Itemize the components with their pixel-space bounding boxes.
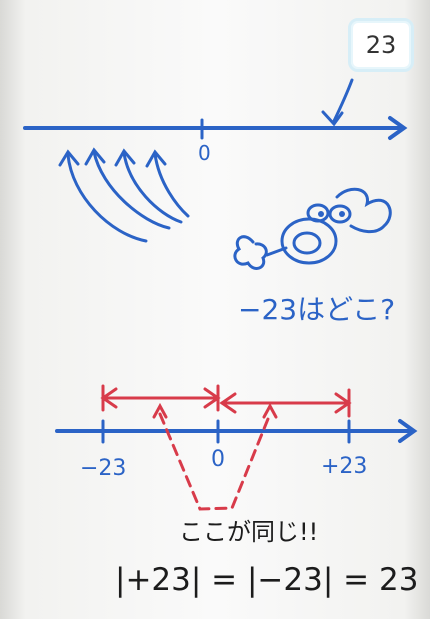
value-card: 23 [348,18,414,72]
character-tail [233,235,268,270]
character-mouth [292,231,322,255]
negative-arrow-4 [153,152,190,218]
zero-label: 0 [211,447,225,472]
negative-arrow-2 [92,150,171,230]
character-right-eye [328,204,352,224]
same-place-note: ここが同じ!! [179,518,318,546]
left-pointer-head [152,402,168,419]
bottom-number-line-arrowhead [398,419,418,443]
character-left-eye [306,203,330,223]
negative-arrow-1-head [58,149,80,167]
card-pointer-arrowhead [321,110,344,127]
negative-arrow-3-head [114,148,136,167]
right-distance-left-arrowhead [219,392,237,414]
character-hair [335,187,392,234]
character-left-pupil [318,211,324,217]
minus-23-label: −23 [80,456,126,481]
plus-23-label: +23 [321,454,367,479]
negative-arrow-3 [122,151,183,224]
negative-arrow-1 [66,153,148,243]
same-distance-pointer [158,412,272,511]
character-right-pupil [339,211,345,217]
top-number-line-arrowhead [388,116,408,140]
question-text: −23はどこ? [238,293,395,326]
negative-arrow-2-head [84,147,106,166]
cartoon-character [233,187,392,270]
absolute-value-equation: |+23| = |−23| = 23 [115,562,418,598]
card-pointer-arrow [332,78,354,123]
value-card-label: 23 [365,31,397,59]
top-zero-label: 0 [198,141,211,165]
character-head [280,217,338,265]
negative-arrow-4-head [145,149,167,168]
right-pointer-head [262,402,278,419]
